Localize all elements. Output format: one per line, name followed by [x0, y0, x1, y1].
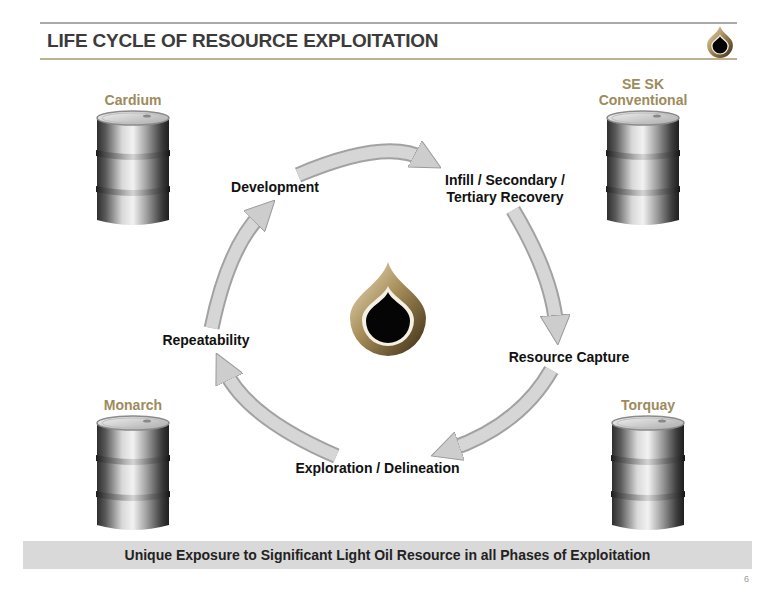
- arrow-outline: [513, 210, 556, 325]
- barrel-label: Monarch: [83, 397, 183, 413]
- barrel-label: Cardium: [83, 92, 183, 108]
- barrel-label: Torquay: [598, 397, 698, 413]
- barrel-symbol: [95, 415, 171, 533]
- barrel-symbol: [610, 415, 686, 533]
- slide-title: LIFE CYCLE OF RESOURCE EXPLOITATION: [47, 30, 438, 52]
- barrel-symbol: [95, 110, 171, 228]
- cycle-arrow: [298, 151, 423, 175]
- stage-text: Resource Capture: [498, 349, 640, 366]
- barrel-symbol: [605, 110, 681, 228]
- arrow-outline: [298, 151, 423, 175]
- arrow-body: [212, 214, 261, 328]
- stage-label: Infill / Secondary / Tertiary Recovery: [430, 168, 580, 210]
- cycle-arrow: [225, 371, 336, 456]
- arrow-outline: [450, 370, 551, 449]
- stage-text: Infill / Secondary / Tertiary Recovery: [430, 172, 580, 206]
- arrow-body: [513, 210, 556, 325]
- title-rule: [40, 58, 737, 60]
- center-drop: [350, 262, 426, 356]
- cycle-arrow: [212, 214, 261, 328]
- barrel-node: Monarch: [83, 397, 183, 533]
- barrel-node: Torquay: [598, 397, 698, 533]
- arrow-body: [225, 371, 336, 456]
- stage-label: Resource Capture: [498, 345, 640, 370]
- stage-text: Repeatability: [150, 332, 262, 349]
- top-rule: [40, 23, 737, 24]
- stage-label: Development: [220, 175, 330, 200]
- stage-text: Exploration / Delineation: [285, 460, 470, 477]
- barrel-label: SE SK Conventional: [593, 76, 693, 108]
- barrel-node: SE SK Conventional: [593, 76, 693, 228]
- stage-text: Development: [220, 179, 330, 196]
- arrow-body: [450, 370, 551, 449]
- cycle-arrow: [513, 210, 556, 325]
- arrow-outline: [212, 214, 261, 328]
- logo-drop: [707, 26, 733, 58]
- barrel-node: Cardium: [83, 92, 183, 228]
- cycle-arrow: [450, 370, 551, 449]
- caption-band: Unique Exposure to Significant Light Oil…: [23, 541, 752, 569]
- stage-label: Exploration / Delineation: [285, 456, 470, 481]
- page-number: 6: [744, 574, 749, 584]
- stage-label: Repeatability: [150, 328, 262, 353]
- arrow-body: [298, 151, 423, 175]
- arrow-outline: [225, 371, 336, 456]
